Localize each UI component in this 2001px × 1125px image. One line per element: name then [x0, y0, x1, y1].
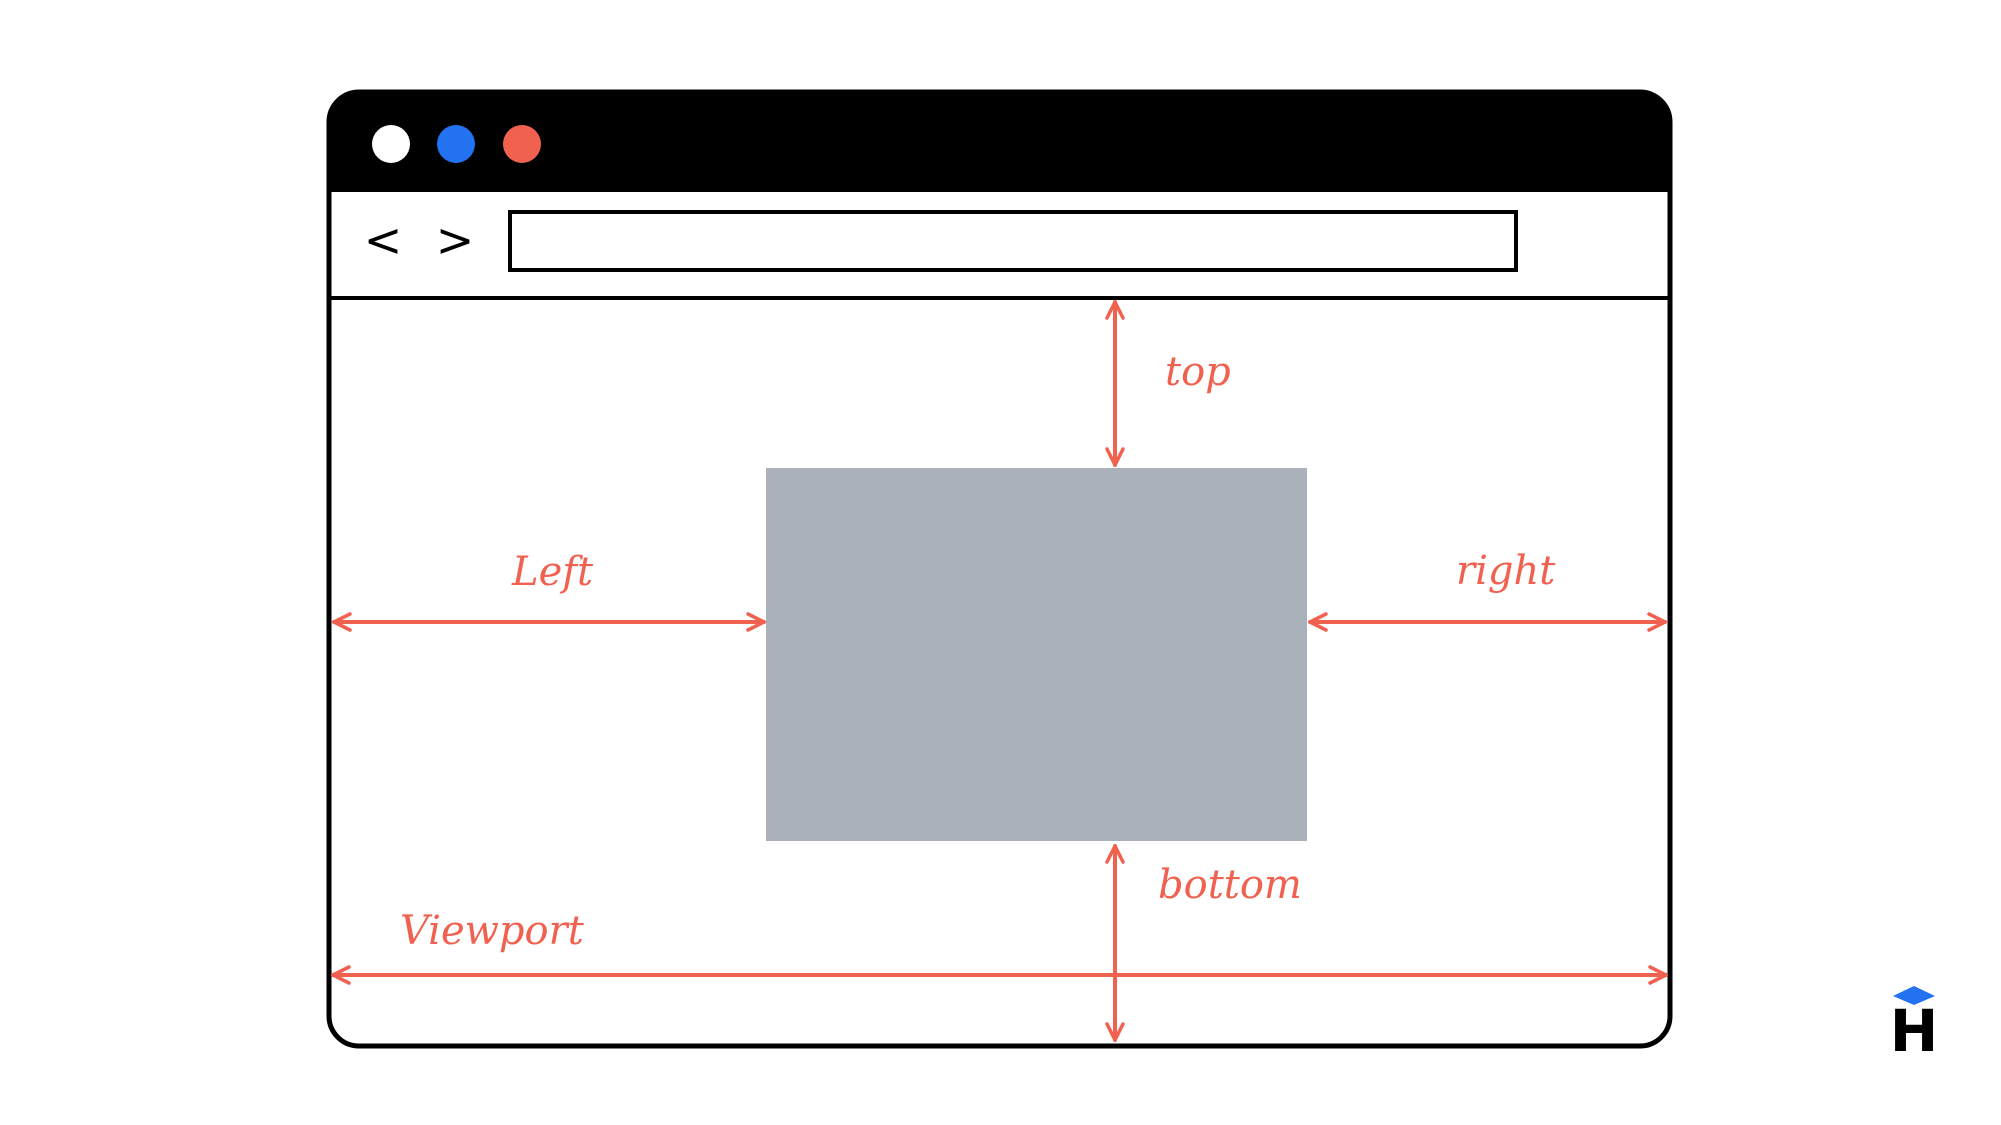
red-dot-icon[interactable]: [503, 125, 541, 163]
h-logo-icon: H: [1890, 986, 1939, 1065]
back-button[interactable]: <: [364, 213, 403, 267]
title-bar: [329, 92, 1670, 192]
viewport-label: Viewport: [400, 908, 585, 954]
logo-letter: H: [1890, 997, 1939, 1065]
bottom-label: bottom: [1158, 862, 1302, 908]
address-bar[interactable]: [508, 210, 1518, 272]
forward-button[interactable]: >: [436, 213, 475, 267]
logo-cap: [1893, 986, 1935, 1005]
left-label: Left: [511, 549, 594, 595]
top-label: top: [1165, 349, 1231, 395]
positioned-element: [766, 468, 1307, 841]
blue-dot-icon[interactable]: [437, 125, 475, 163]
right-label: right: [1456, 548, 1556, 594]
white-dot-icon[interactable]: [372, 125, 410, 163]
